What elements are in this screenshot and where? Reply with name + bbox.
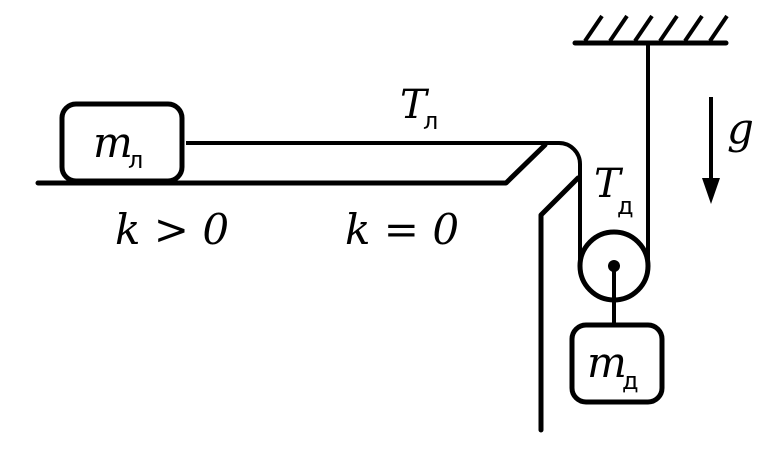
tension-right-subscript: д bbox=[617, 192, 634, 220]
gravity-arrow-icon bbox=[702, 97, 720, 204]
left-block: m л bbox=[59, 101, 185, 184]
ceiling bbox=[572, 14, 729, 46]
tension-right-symbol: T bbox=[594, 161, 624, 207]
left-mass-subscript: л bbox=[128, 146, 143, 174]
movable-pulley bbox=[577, 229, 651, 325]
rope bbox=[186, 43, 650, 266]
left-mass-symbol: m bbox=[93, 118, 133, 167]
friction-smooth-label: k = 0 bbox=[345, 205, 459, 254]
right-block: m д bbox=[569, 322, 665, 405]
gravity-label: g bbox=[727, 104, 754, 153]
table-surface bbox=[35, 142, 581, 433]
friction-rough-label: k > 0 bbox=[115, 205, 229, 254]
tension-left-subscript: л bbox=[423, 107, 438, 135]
right-mass-subscript: д bbox=[622, 367, 639, 395]
tension-left-symbol: T bbox=[400, 82, 430, 128]
right-mass-symbol: m bbox=[587, 338, 627, 387]
